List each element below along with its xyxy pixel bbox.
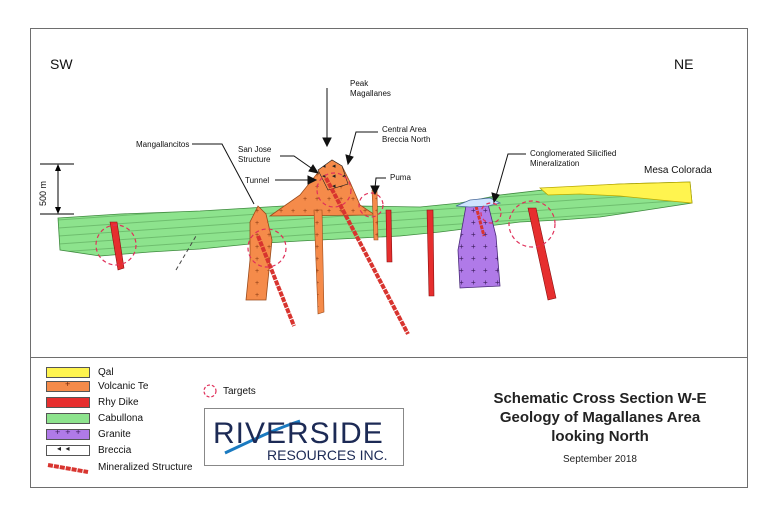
rhy-dike-4 <box>527 207 557 301</box>
label-tunnel: Tunnel <box>245 176 269 185</box>
label-peak-2: Magallanes <box>350 89 391 98</box>
svg-text:San Jose Structure: San Jose Structure <box>238 145 274 164</box>
leader-sanjose <box>280 155 315 171</box>
leader-mangallancitos <box>192 143 255 205</box>
legend-item-volcanic: + Volcanic Te <box>46 380 148 393</box>
label-conglomerated-1: Conglomerated Silicified <box>530 149 616 158</box>
legend-label-targets: Targets <box>223 385 256 397</box>
label-puma: Puma <box>390 173 411 182</box>
target-circle-6 <box>508 200 556 248</box>
label-conglomerated-2: Mineralization <box>530 159 579 168</box>
label-sanjose-2: Structure <box>238 155 271 164</box>
title-line-3: looking North <box>551 428 649 445</box>
svg-text:Conglomerated Silicified M: Conglomerated Silicified Mineralization <box>530 149 619 168</box>
legend-label-qal: Qal <box>98 367 114 378</box>
legend-item-granite: + + + Granite <box>46 428 131 441</box>
legend-swatch-breccia: ◂ ◂ <box>46 445 90 456</box>
mineralized-structure-1 <box>324 177 410 335</box>
legend-label-breccia: Breccia <box>98 445 132 456</box>
logo-main-text: RIVERSIDE <box>213 417 384 450</box>
svg-text:Peak Magallanes: Peak Magallanes <box>350 79 391 98</box>
legend-label-cabullona: Cabullona <box>98 413 144 424</box>
logo-sub-text: RESOURCES INC. <box>267 447 388 463</box>
label-central-2: Breccia North <box>382 135 430 144</box>
conglomerate-cap <box>455 197 502 208</box>
label-peak-1: Peak <box>350 79 369 88</box>
breccia-body <box>317 159 349 191</box>
target-circle-3 <box>316 172 352 208</box>
legend-swatch-granite: + + + <box>46 429 90 440</box>
mineralized-structure-3 <box>474 205 486 237</box>
legend-item-cabullona: Cabullona <box>46 412 143 425</box>
riverside-logo: RIVERSIDE RESOURCES INC. <box>204 408 404 466</box>
leader-conglomerated <box>495 153 526 197</box>
rhy-dike-2 <box>385 209 393 263</box>
direction-sw: SW <box>50 56 73 72</box>
logo-graphic: RIVERSIDE RESOURCES INC. <box>213 417 388 463</box>
legend-swatch-mineralized <box>47 462 89 474</box>
legend-item-mineralized: Mineralized Structure <box>46 461 192 474</box>
svg-text:Central Area Breccia North: Central Area Breccia North <box>382 125 430 144</box>
scale-bar: 500 m <box>38 163 74 215</box>
legend-label-granite: Granite <box>98 429 131 440</box>
legend-swatch-rhy-dike <box>46 397 90 408</box>
volcanic-dike-1 <box>313 209 325 315</box>
label-mesa-colorada: Mesa Colorada <box>644 165 712 176</box>
legend-item-rhy-dike: Rhy Dike <box>46 396 139 409</box>
title-line-2: Geology of Magallanes Area <box>499 409 701 426</box>
scale-label: 500 m <box>38 181 48 206</box>
title-date: September 2018 <box>563 454 637 465</box>
legend-item-qal: Qal <box>46 366 114 379</box>
direction-ne: NE <box>674 56 694 72</box>
leader-puma <box>374 177 386 189</box>
qal-unit <box>538 181 693 204</box>
cross-section: + + ◂ <box>38 79 712 335</box>
target-circle-4 <box>358 192 384 218</box>
leader-central <box>348 131 378 159</box>
title-line-1: Schematic Cross Section W-E <box>493 390 707 407</box>
label-mangallancitos: Mangallancitos <box>136 140 189 149</box>
diagram-frame <box>30 28 748 488</box>
legend-label-rhy-dike: Rhy Dike <box>98 397 139 408</box>
label-sanjose-1: San Jose <box>238 145 272 154</box>
target-circle-5 <box>480 202 502 224</box>
legend-item-breccia: ◂ ◂ Breccia <box>46 444 131 457</box>
mineralized-structure-2 <box>256 235 296 327</box>
target-circle-1 <box>95 224 137 266</box>
rhy-dike-3 <box>426 209 435 297</box>
rhy-dike-1 <box>109 221 125 271</box>
legend-label-volcanic: Volcanic Te <box>98 381 149 392</box>
target-legend-icon <box>203 384 217 398</box>
legend-item-targets: Targets <box>202 383 256 399</box>
legend-label-mineralized: Mineralized Structure <box>98 462 193 473</box>
legend-divider <box>30 357 748 358</box>
target-circle-2 <box>247 228 287 268</box>
legend-swatch-cabullona <box>46 413 90 424</box>
legend-swatch-qal <box>46 367 90 378</box>
legend-swatch-volcanic: + <box>46 381 90 392</box>
label-central-1: Central Area <box>382 125 427 134</box>
